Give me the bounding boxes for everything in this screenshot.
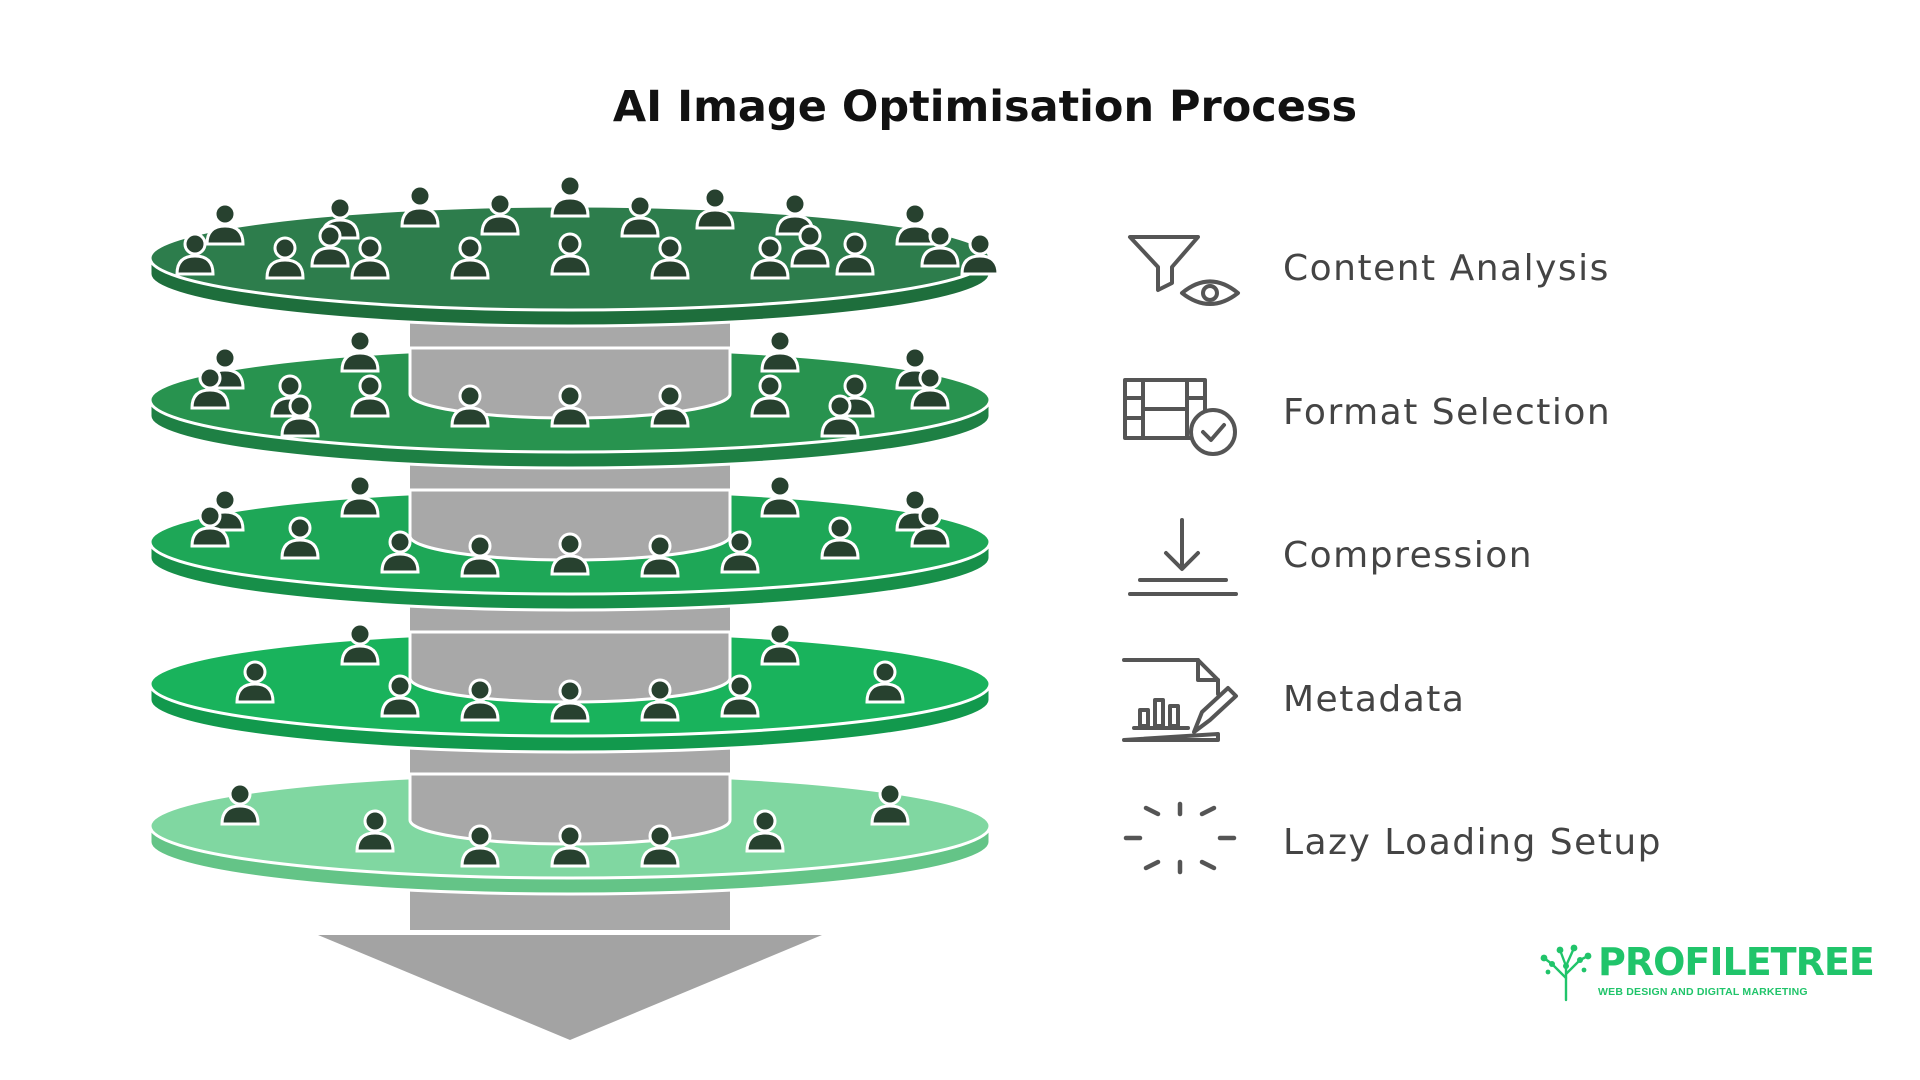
- funnel-layer: [148, 622, 992, 754]
- person-icon: [760, 329, 800, 373]
- step-label-content-analysis: Content Analysis: [1283, 248, 1610, 289]
- funnel-layer: [148, 174, 1000, 328]
- down-arrow: [318, 935, 822, 1040]
- funnel-layer: [148, 329, 992, 470]
- step-label-format-selection: Format Selection: [1283, 392, 1612, 433]
- person-icon: [340, 329, 380, 373]
- tree-icon: [1540, 944, 1592, 1002]
- chart-document-edit-icon: [1110, 648, 1250, 758]
- loading-spinner-icon: [1110, 792, 1250, 902]
- film-check-icon: [1110, 360, 1250, 470]
- person-icon: [550, 174, 590, 218]
- logo-name: PROFILETREE: [1598, 940, 1875, 984]
- funnel-diagram: [148, 174, 1000, 1040]
- funnel-eye-icon: [1110, 215, 1250, 325]
- person-icon: [895, 202, 935, 246]
- profiletree-logo: PROFILETREE WEB DESIGN AND DIGITAL MARKE…: [1538, 940, 1875, 1010]
- person-icon: [205, 202, 245, 246]
- person-icon: [400, 184, 440, 228]
- logo-tagline: WEB DESIGN AND DIGITAL MARKETING: [1598, 986, 1808, 998]
- step-label-metadata: Metadata: [1283, 679, 1466, 720]
- page-title: AI Image Optimisation Process: [612, 82, 1358, 132]
- step-label-compression: Compression: [1283, 535, 1534, 576]
- funnel-layer: [148, 474, 992, 612]
- download-arrow-icon: [1110, 505, 1250, 615]
- funnel-layer: [148, 772, 992, 896]
- step-label-lazy-loading-setup: Lazy Loading Setup: [1283, 822, 1663, 863]
